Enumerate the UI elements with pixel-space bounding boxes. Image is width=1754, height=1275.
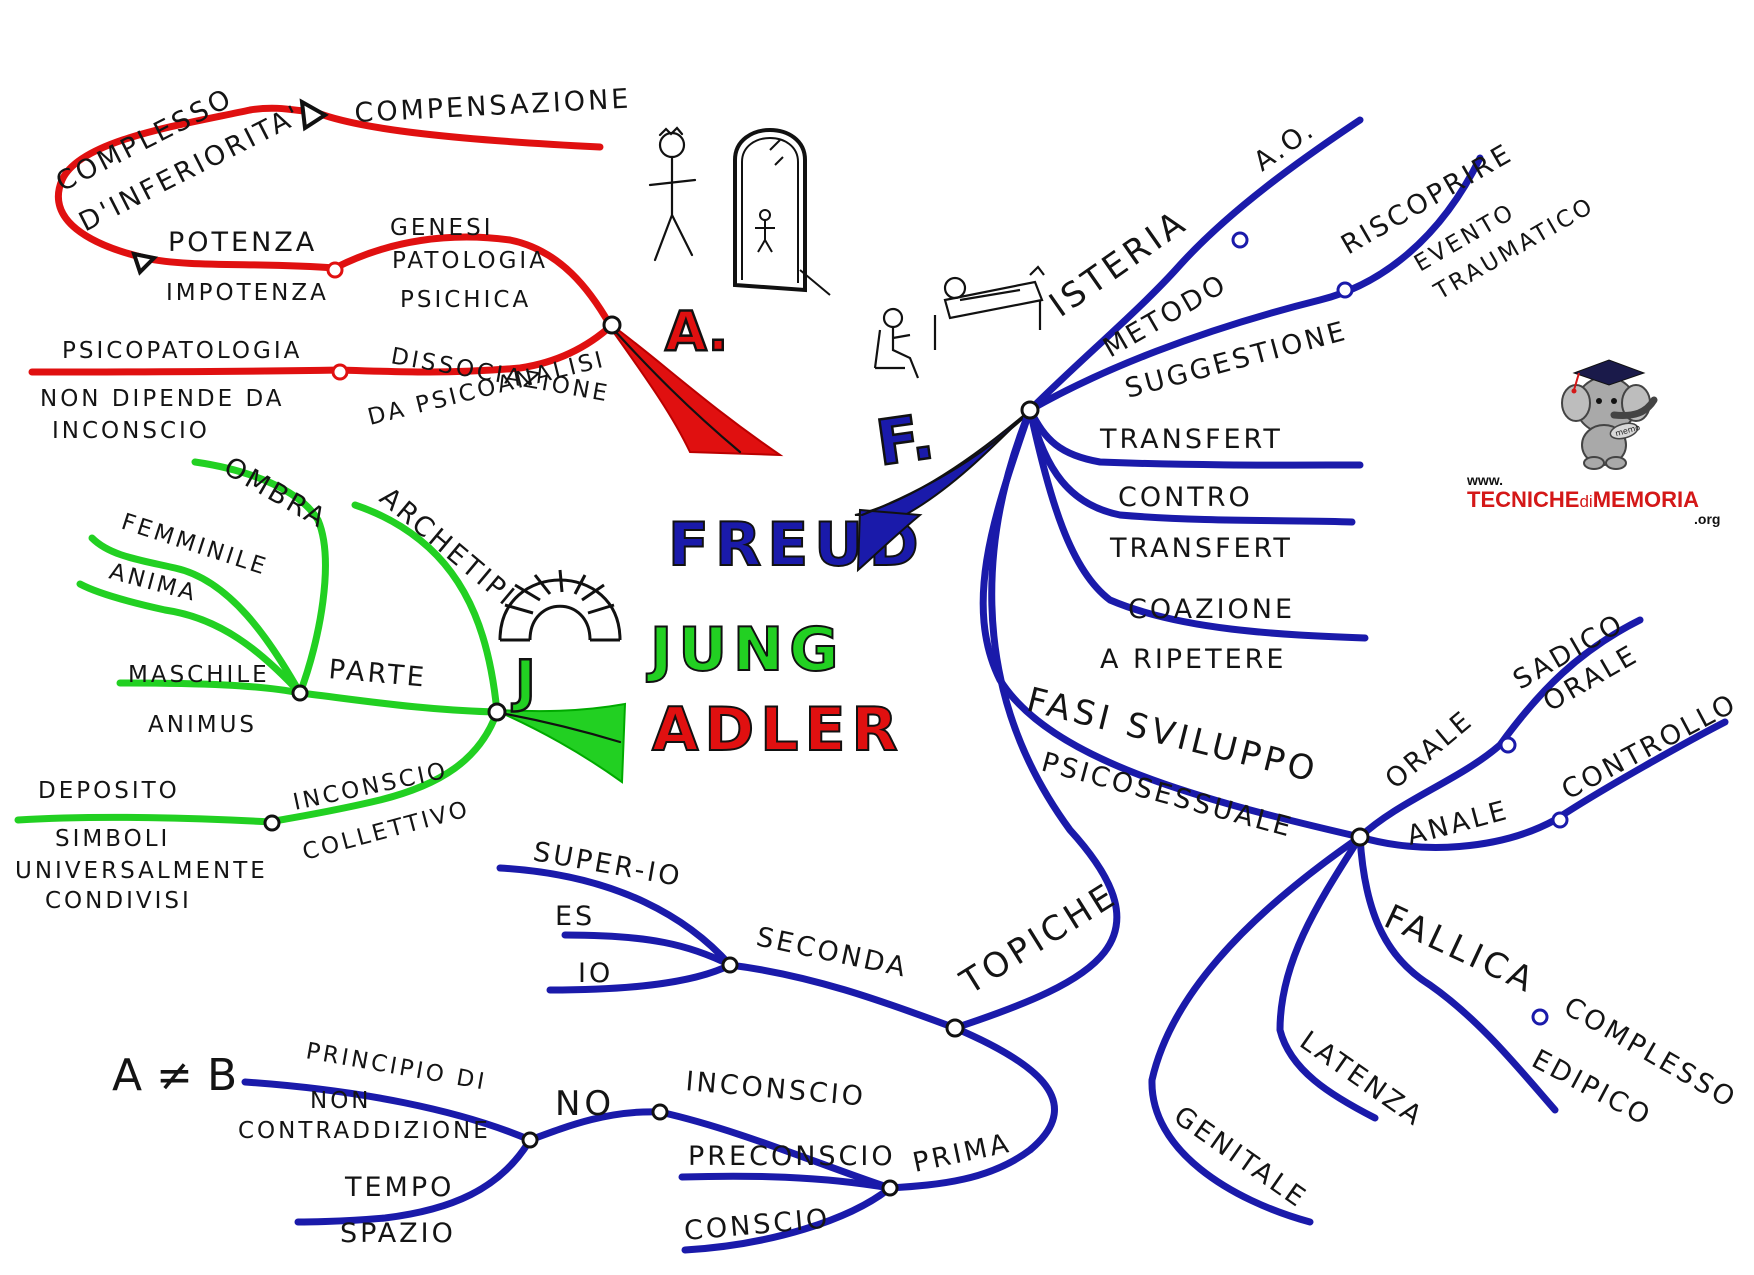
label-ombra: OMBRA bbox=[219, 451, 333, 535]
label-inconscio-freud: INCONSCIO bbox=[684, 1066, 867, 1113]
freud-line-no bbox=[526, 1108, 664, 1144]
label-tempo: TEMPO bbox=[344, 1172, 454, 1203]
logo-name-part3: MEMORIA bbox=[1592, 487, 1700, 512]
label-a-ripetere: A RIPETERE bbox=[1100, 644, 1287, 675]
freud-line-controtransfert bbox=[1026, 406, 1356, 526]
label-maschile: MASCHILE bbox=[128, 662, 270, 688]
branch-letter-adler: A. bbox=[665, 300, 728, 363]
label-patologia: PATOLOGIA bbox=[392, 248, 548, 274]
jung-branch: OMBRA ARCHETIPI FEMMINILE ANIMA MASCHILE… bbox=[14, 451, 627, 914]
title-adler: ADLER bbox=[652, 695, 904, 765]
jung-line-femminile bbox=[88, 534, 304, 697]
label-genesi: GENESI bbox=[390, 215, 493, 241]
adler-line-genesi bbox=[331, 233, 614, 329]
freud-line-es bbox=[561, 931, 734, 969]
jung-line-anima bbox=[76, 580, 304, 697]
label-orale: ORALE bbox=[1380, 704, 1480, 795]
logo-org: .org bbox=[1694, 511, 1721, 527]
freud-line-genitale bbox=[1148, 833, 1364, 1226]
adler-line-compensazione bbox=[311, 108, 604, 151]
jung-main-ribbon bbox=[494, 702, 627, 784]
freud-line-inconscio bbox=[656, 1108, 894, 1192]
freud-line-latenza bbox=[1276, 833, 1379, 1122]
label-potenza: POTENZA bbox=[168, 227, 317, 258]
freud-line-tempo bbox=[294, 1136, 534, 1226]
freud-line-principio bbox=[241, 1078, 534, 1144]
adler-line-psicopatologia bbox=[28, 366, 344, 376]
adler-branch: COMPLESSO D'INFERIORITA' COMPENSAZIONE P… bbox=[28, 82, 784, 457]
label-a-diverso-b: A ≠ B bbox=[112, 1050, 237, 1101]
triangle-icon bbox=[299, 98, 329, 132]
label-condivisi: CONDIVISI bbox=[45, 888, 192, 914]
freud-line-isteria bbox=[1026, 116, 1364, 414]
adler-line-complesso bbox=[54, 104, 319, 262]
label-compensazione: COMPENSAZIONE bbox=[354, 84, 632, 129]
jung-line-ombra bbox=[191, 458, 329, 697]
therapist-couch-icon bbox=[873, 265, 1045, 379]
branch-letter-jung: J bbox=[511, 649, 536, 714]
adler-line-potenza bbox=[141, 254, 339, 272]
label-transfert: TRANSFERT bbox=[1099, 424, 1283, 455]
jung-line-parte bbox=[296, 689, 499, 716]
jung-line-archetipi bbox=[351, 501, 501, 716]
stick-figure-icon bbox=[648, 126, 697, 262]
site-logo: memo www. TECNICHEdiMEMORIA .org bbox=[1462, 345, 1732, 530]
label-transfert2: TRANSFERT bbox=[1109, 533, 1293, 564]
mirror-icon bbox=[733, 128, 831, 296]
label-es: ES bbox=[555, 901, 595, 932]
logo-name-part2: di bbox=[1579, 492, 1593, 511]
label-contro: CONTRO bbox=[1118, 482, 1253, 513]
label-animus: ANIMUS bbox=[148, 712, 257, 738]
label-fallica: FALLICA bbox=[1378, 897, 1542, 1002]
freud-main-ribbon bbox=[854, 409, 1031, 516]
label-topiche: TOPICHE bbox=[953, 875, 1125, 1003]
label-archetipi: ARCHETIPI bbox=[374, 482, 522, 614]
label-deposito: DEPOSITO bbox=[38, 778, 180, 804]
elephant-mascot-icon: memo bbox=[1561, 359, 1658, 470]
label-non-dipende: NON DIPENDE DA bbox=[40, 386, 285, 412]
freud-line-metodo bbox=[1026, 154, 1484, 414]
label-conscio: CONSCIO bbox=[683, 1203, 832, 1247]
label-impotenza: IMPOTENZA bbox=[166, 280, 329, 306]
label-io: IO bbox=[578, 958, 613, 989]
freud-line-prima bbox=[886, 1024, 1058, 1192]
freud-line-seconda bbox=[726, 961, 959, 1032]
freud-line-transfert bbox=[1026, 406, 1364, 469]
freud-line-io bbox=[546, 961, 734, 994]
freud-line-conscio bbox=[681, 1184, 894, 1254]
jung-line-maschile bbox=[116, 679, 304, 697]
label-spazio: SPAZIO bbox=[340, 1218, 456, 1249]
label-ao: A.O. bbox=[1248, 114, 1321, 178]
freud-line-super-io bbox=[496, 864, 734, 969]
logo-name-part1: TECNICHE bbox=[1467, 487, 1580, 512]
freud-line-topiche bbox=[951, 406, 1121, 1032]
label-riscoprire: RISCOPRIRE bbox=[1336, 138, 1518, 261]
title-jung: JUNG bbox=[646, 615, 845, 685]
jung-line-deposito bbox=[14, 813, 274, 826]
adler-line-dissociazione bbox=[336, 321, 616, 376]
adler-main-ribbon bbox=[604, 319, 784, 457]
label-universalmente: UNIVERSALMENTE bbox=[15, 858, 268, 884]
label-psicopatologia: PSICOPATOLOGIA bbox=[62, 338, 302, 364]
label-contraddizione: CONTRADDIZIONE bbox=[238, 1118, 491, 1144]
branch-letter-freud: F. bbox=[872, 400, 938, 480]
logo-name: TECNICHEdiMEMORIA bbox=[1467, 487, 1699, 513]
label-non: NON bbox=[310, 1088, 372, 1114]
freud-line-coazione bbox=[1026, 406, 1369, 642]
triangle-icon bbox=[131, 251, 159, 276]
label-parte: PARTE bbox=[327, 654, 428, 693]
label-controllo: CONTROLLO bbox=[1557, 688, 1743, 807]
label-simboli: SIMBOLI bbox=[55, 826, 170, 852]
label-psichica: PSICHICA bbox=[400, 287, 531, 313]
logo-www: www. bbox=[1467, 472, 1504, 488]
label-inconscio-adler: INCONSCIO bbox=[52, 418, 210, 444]
label-preconscio: PRECONSCIO bbox=[688, 1141, 896, 1172]
freud-line-preconscio bbox=[678, 1172, 894, 1192]
freud-line-fallica bbox=[1356, 833, 1559, 1114]
arch-icon bbox=[498, 569, 622, 642]
label-no: NO bbox=[555, 1084, 615, 1124]
label-coazione: COAZIONE bbox=[1128, 594, 1295, 625]
jung-line-inconscio bbox=[266, 708, 501, 826]
